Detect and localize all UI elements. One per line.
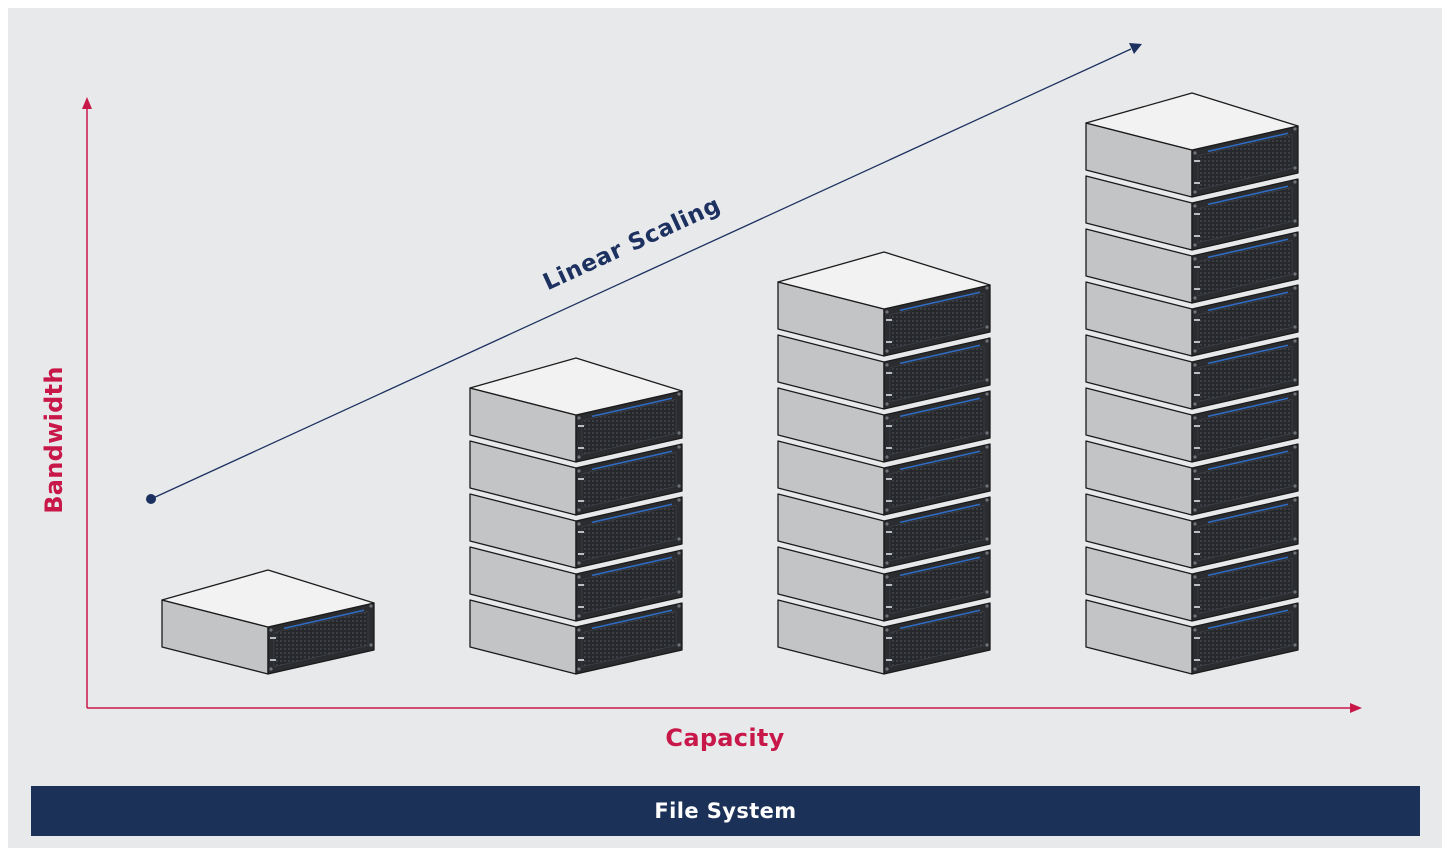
y-axis-label: Bandwidth	[40, 366, 68, 514]
server-unit	[1085, 334, 1299, 410]
server-unit	[1085, 493, 1299, 569]
server-unit	[1085, 387, 1299, 463]
server-unit	[1085, 546, 1299, 622]
server-unit	[777, 546, 991, 622]
stack-3	[777, 251, 991, 675]
server-unit	[161, 569, 375, 675]
server-unit	[777, 493, 991, 569]
scaling-trend-start-dot	[146, 494, 156, 504]
server-unit	[777, 387, 991, 463]
server-unit	[777, 599, 991, 675]
server-unit	[1085, 92, 1299, 198]
stack-1	[161, 569, 375, 675]
server-unit	[1085, 281, 1299, 357]
scaling-trend-arrowhead	[1129, 43, 1142, 54]
server-stacks	[161, 92, 1299, 675]
scaling-trend-line	[150, 48, 1132, 500]
x-axis-label: Capacity	[665, 724, 785, 752]
x-axis-arrowhead	[1350, 703, 1362, 713]
y-axis-arrowhead	[82, 97, 92, 109]
server-unit	[777, 334, 991, 410]
server-unit	[777, 251, 991, 357]
server-unit	[777, 440, 991, 516]
file-system-bar: File System	[31, 786, 1420, 836]
file-system-label: File System	[654, 799, 797, 823]
server-unit	[469, 493, 683, 569]
stack-4	[1085, 92, 1299, 675]
server-unit	[1085, 599, 1299, 675]
server-unit	[1085, 228, 1299, 304]
server-unit	[469, 546, 683, 622]
server-unit	[1085, 175, 1299, 251]
server-unit	[1085, 440, 1299, 516]
server-unit	[469, 599, 683, 675]
server-unit	[469, 440, 683, 516]
server-unit	[469, 357, 683, 463]
stack-2	[469, 357, 683, 675]
